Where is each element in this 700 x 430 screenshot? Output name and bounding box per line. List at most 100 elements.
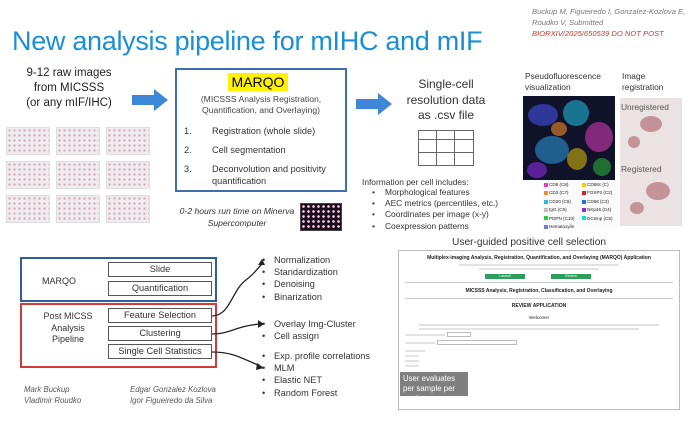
slide-thumbnail xyxy=(6,161,50,189)
marqo-subtitle: (MICSSS Analysis Registration, Quantific… xyxy=(178,94,344,116)
slide-thumbnail xyxy=(56,161,100,189)
marqo-title: MARQO xyxy=(228,73,288,91)
user-evaluates-callout: User evaluates per sample per marker xyxy=(400,372,468,396)
app-title: Multiplex-imaging Analysis, Registration… xyxy=(399,255,679,261)
legend-item: CD8 (C8) xyxy=(544,182,582,188)
review-button[interactable]: Review xyxy=(551,274,591,279)
output-item: Binarization xyxy=(262,291,338,303)
citation: Buckup M, Figueiredo I, Gonzalez-Kozlova… xyxy=(532,6,685,39)
marqo-step: 3. Deconvolution and positivity quantifi… xyxy=(184,163,349,187)
legend-item: CD68 (C3) xyxy=(582,199,620,205)
welcome-text: Welcome! xyxy=(399,315,679,320)
info-item: AEC metrics (percentiles, etc.) xyxy=(372,198,498,209)
info-item: Coordinates per image (x-y) xyxy=(372,209,498,220)
pseudofluorescence-label-2: visualization xyxy=(525,82,601,93)
connector-curves xyxy=(210,250,266,400)
right-arrow-icon xyxy=(132,89,168,111)
marqo-steps: 1. Registration (whole slide) 2. Cell se… xyxy=(184,125,349,194)
app-title-secondary: MICSSS Analysis, Registration, Classific… xyxy=(399,288,679,294)
legend-item: Hematoxylin xyxy=(544,224,582,230)
slide-box: Slide xyxy=(108,262,212,277)
slide-thumbnail xyxy=(56,195,100,223)
unregistered-caption: Unregistered xyxy=(621,102,669,112)
legend-item: CD20 (C8) xyxy=(544,199,582,205)
registered-caption: Registered xyxy=(621,164,662,174)
step-number: 1. xyxy=(184,125,192,137)
marqo-step: 2. Cell segmentation xyxy=(184,144,349,156)
marker-legend: CD8 (C8)CD68c (C) CD3 (C7)FOXP3 (C2) CD2… xyxy=(542,180,622,228)
path-input[interactable] xyxy=(437,340,517,345)
pseudofluorescence-label-1: Pseudofluorescence xyxy=(525,71,601,82)
tissue-array-image xyxy=(300,203,342,231)
image-registration-label-2: registration xyxy=(622,82,663,93)
legend-item: IgG (C9) xyxy=(544,207,582,213)
raw-images-line-1: 9-12 raw images xyxy=(14,66,124,81)
output-item: Normalization xyxy=(262,254,338,266)
single-cell-line-2: resolution data xyxy=(396,93,496,109)
legend-item: FOXP3 (C2) xyxy=(582,190,620,196)
page-title: New analysis pipeline for mIHC and mIF xyxy=(12,26,482,57)
marqo-panel-label: MARQO xyxy=(42,276,76,286)
step-text: Registration (whole slide) xyxy=(212,126,315,136)
step-text: Deconvolution and positivity quantificat… xyxy=(212,164,326,186)
slide-thumbnail xyxy=(106,195,150,223)
step-number: 2. xyxy=(184,144,192,156)
author-name: Igor Figueiredo da Silva xyxy=(130,395,216,406)
slide-thumbnail xyxy=(6,127,50,155)
raw-image-thumbnails xyxy=(6,127,154,227)
author-name: Mark Buckup xyxy=(24,384,81,395)
legend-item: DCsmp (C5) xyxy=(582,216,620,222)
output-item: Random Forest xyxy=(262,387,370,399)
citation-authors-2: Roudko V, Submitted xyxy=(532,17,685,28)
citation-authors-1: Buckup M, Figueiredo I, Gonzalez-Kozlova… xyxy=(532,6,685,17)
clustering-box: Clustering xyxy=(108,326,212,341)
output-item: Denoising xyxy=(262,278,338,290)
slide-thumbnail xyxy=(56,127,100,155)
legend-item: PDPN (C10) xyxy=(544,216,582,222)
single-cell-statistics-box: Single Cell Statistics xyxy=(108,344,212,359)
csv-table-icon xyxy=(418,130,474,166)
launch-button[interactable]: Launch xyxy=(485,274,525,279)
review-heading: REVIEW APPLICATION xyxy=(399,303,679,309)
single-cell-label: Single-cell resolution data as .csv file xyxy=(396,77,496,124)
user-guided-heading: User-guided positive cell selection xyxy=(452,237,606,248)
raw-images-label: 9-12 raw images from MICSSS (or any mIF/… xyxy=(14,66,124,111)
pseudofluorescence-image xyxy=(523,96,615,180)
quantification-box: Quantification xyxy=(108,281,212,296)
citation-notice: BIORXIV/2025/650539 DO NOT POST xyxy=(532,28,685,39)
slide-thumbnail xyxy=(106,161,150,189)
slide-thumbnail xyxy=(6,195,50,223)
info-heading: Information per cell includes: xyxy=(362,177,469,187)
output-item: Standardization xyxy=(262,266,338,278)
runtime-note: 0-2 hours run time on Minerva Supercompu… xyxy=(172,205,302,229)
step-text: Cell segmentation xyxy=(212,145,286,155)
info-item: Coexpression patterns xyxy=(372,221,498,232)
feature-selection-box: Feature Selection xyxy=(108,308,212,323)
info-list: Morphological features AEC metrics (perc… xyxy=(372,187,498,232)
pseudofluorescence-label: Pseudofluorescence visualization xyxy=(525,71,601,93)
right-arrow-icon xyxy=(356,93,392,115)
step-number: 3. xyxy=(184,163,192,175)
output-item: MLM xyxy=(262,362,370,374)
raw-images-line-2: from MICSSS xyxy=(14,81,124,96)
output-item: Cell assign xyxy=(262,330,356,342)
marqo-step: 1. Registration (whole slide) xyxy=(184,125,349,137)
legend-item: NKp46 (C4) xyxy=(582,207,620,213)
info-item: Morphological features xyxy=(372,187,498,198)
preprocessing-list: Normalization Standardization Denoising … xyxy=(262,254,338,303)
legend-item: CD68c (C) xyxy=(582,182,620,188)
author-name: Edgar Gonzalez Kozlova xyxy=(130,384,216,395)
output-item: Exp. profile correlations xyxy=(262,350,370,362)
single-cell-line-3: as .csv file xyxy=(396,108,496,124)
author-name: Vladimir Roudko xyxy=(24,395,81,406)
image-registration-label-1: Image xyxy=(622,71,663,82)
registration-image: Unregistered Registered xyxy=(620,98,682,226)
legend-item: CD3 (C7) xyxy=(544,190,582,196)
raw-images-line-3: (or any mIF/IHC) xyxy=(14,96,124,111)
sample-select[interactable] xyxy=(447,332,471,337)
image-registration-label: Image registration xyxy=(622,71,663,93)
statistics-output-list: Exp. profile correlations MLM Elastic NE… xyxy=(262,350,370,399)
output-item: Overlay Img-Cluster xyxy=(262,318,356,330)
single-cell-line-1: Single-cell xyxy=(396,77,496,93)
post-panel-label: Post MICSS Analysis Pipeline xyxy=(40,311,96,346)
